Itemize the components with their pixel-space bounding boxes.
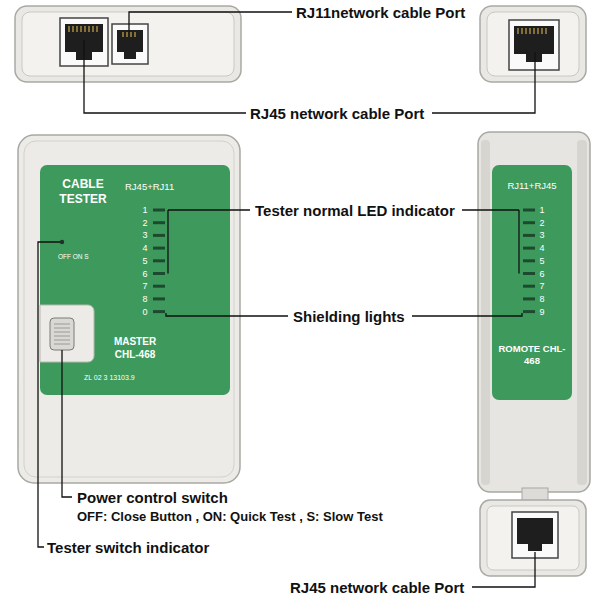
- callout-label: Shielding lights: [293, 308, 405, 325]
- leader-line: [472, 552, 535, 587]
- led-number: 1: [140, 205, 150, 215]
- panel-text: ZL 02 3 13103.9: [84, 373, 135, 382]
- led-number: 9: [537, 307, 547, 317]
- master-top-view: [15, 6, 241, 82]
- housing-end: [480, 500, 586, 576]
- jack-opening: [517, 518, 553, 544]
- led-number: 7: [537, 281, 547, 291]
- jack-latch-slot: [76, 52, 92, 60]
- jack-latch-slot: [124, 52, 136, 59]
- led-number: 6: [537, 269, 547, 279]
- led-number: 2: [140, 218, 150, 228]
- front-panel: RJ11+RJ45 1 2 3 4 5 6 7 8 9ROMOTE CHL-468: [492, 165, 572, 400]
- housing-face: [22, 12, 234, 76]
- panel-text: RJ45+RJ11: [125, 181, 174, 192]
- panel-text: OFF ON S: [58, 253, 89, 261]
- leader-line: [432, 52, 535, 113]
- remote-top-view: [480, 6, 586, 82]
- leader-line: [129, 12, 292, 32]
- led-number: 4: [140, 243, 150, 253]
- led-number: 1: [537, 205, 547, 215]
- rj45-jack: [512, 512, 558, 558]
- body-side-strip: [577, 140, 587, 485]
- callout-label: OFF: Close Button , ON: Quick Test , S: …: [77, 509, 383, 524]
- jack-contacts: [123, 32, 135, 37]
- led-number: 2: [537, 218, 547, 228]
- body-edge: [24, 141, 234, 477]
- led-number: 6: [140, 269, 150, 279]
- rj11-jack: [112, 24, 148, 64]
- housing-face: [487, 12, 579, 76]
- leader-lines: [38, 12, 535, 587]
- front-panel: CABLE TESTER RJ45+RJ11 1 2 3 4 5 6 7 8 0 OFF ON S MA…: [40, 165, 230, 395]
- body-side-strip: [481, 140, 490, 485]
- jack-opening: [65, 24, 103, 52]
- master-body: [18, 135, 240, 483]
- callout-label: RJ45 network cable Port: [290, 579, 464, 596]
- jack-latch-slot: [526, 54, 542, 62]
- housing-face: [487, 506, 579, 570]
- panel-text: CABLE TESTER: [52, 177, 114, 207]
- jack-latch-slot: [528, 544, 542, 551]
- led-number: 7: [140, 281, 150, 291]
- rj45-jack: [60, 18, 108, 66]
- leader-line: [84, 40, 246, 113]
- remote-bottom-view: [480, 500, 586, 576]
- jack-opening: [117, 30, 143, 52]
- panel-text: RJ11+RJ45: [500, 180, 564, 191]
- callout-label: RJ45 network cable Port: [250, 105, 424, 122]
- housing-end: [15, 6, 241, 82]
- rj45-jack: [509, 20, 559, 70]
- callout-label: RJ11network cable Port: [296, 4, 465, 21]
- callout-label: Power control switch: [77, 489, 228, 506]
- jack-opening: [514, 26, 554, 54]
- jack-contacts: [69, 26, 97, 32]
- callout-label: Tester switch indicator: [47, 539, 209, 556]
- led-number: 3: [140, 230, 150, 240]
- led-number: 8: [537, 294, 547, 304]
- led-number: 8: [140, 294, 150, 304]
- panel-text: MASTER CHL-468: [104, 335, 166, 361]
- jack-contacts: [518, 28, 546, 34]
- panel-text: ROMOTE CHL-468: [497, 343, 567, 367]
- housing-end: [480, 6, 586, 82]
- led-number: 4: [537, 243, 547, 253]
- led-number: 5: [537, 256, 547, 266]
- led-number: 3: [537, 230, 547, 240]
- led-number: 0: [140, 307, 150, 317]
- callout-label: Tester normal LED indicator: [255, 202, 455, 219]
- led-number: 5: [140, 256, 150, 266]
- remote-body: [478, 132, 590, 492]
